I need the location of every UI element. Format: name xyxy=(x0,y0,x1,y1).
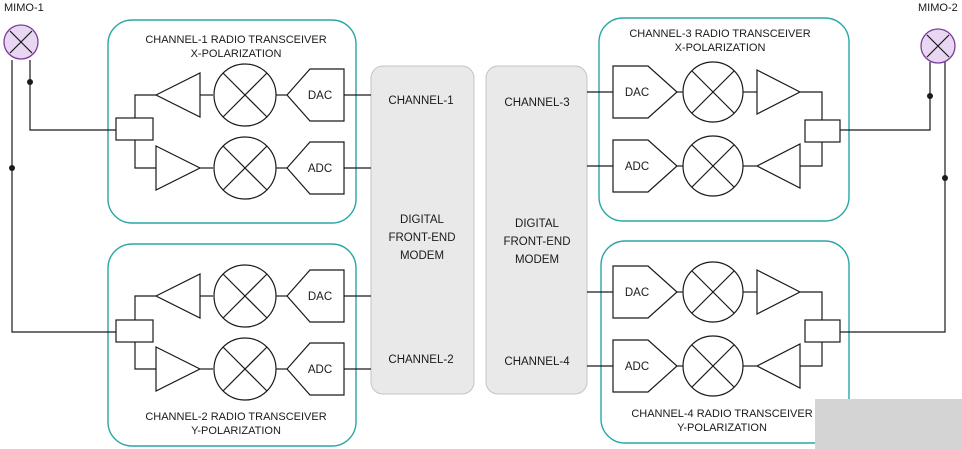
ch1-adc-label: ADC xyxy=(308,163,332,175)
ch3-tx-amplifier xyxy=(756,69,802,115)
ch3-tx-mixer xyxy=(682,61,744,123)
ch2-rx-amplifier xyxy=(155,346,202,392)
mimo1-label: MIMO-1 xyxy=(4,2,44,14)
ch4-rx-wire xyxy=(800,342,823,367)
ch3-dac-label: DAC xyxy=(625,87,649,99)
dfe-left-box xyxy=(370,65,475,395)
ch4-title-line1: CHANNEL-4 RADIO TRANSCEIVER xyxy=(631,408,812,420)
dfe-left-channel-bottom: CHANNEL-2 xyxy=(388,354,453,366)
ch3-dac-block xyxy=(612,65,678,119)
dfe-right-line3: MODEM xyxy=(515,254,559,266)
ch4-rx-mixer xyxy=(682,335,744,397)
ch2-dac-label: DAC xyxy=(308,291,332,303)
ch4-tx-amplifier xyxy=(756,269,802,315)
ch3-duplexer xyxy=(804,119,841,143)
ch4-adc-block xyxy=(612,339,678,393)
dfe-right-channel-top: CHANNEL-3 xyxy=(504,97,569,109)
corner-overlay xyxy=(815,399,962,449)
ch2-title-line2: Y-POLARIZATION xyxy=(191,425,281,437)
ch1-tx-mixer xyxy=(213,63,277,127)
mimo2-feed-ch3 xyxy=(840,62,931,131)
ch2-duplexer xyxy=(115,319,154,343)
ch2-adc-label: ADC xyxy=(308,364,332,376)
mimo1-feed-ch2 xyxy=(11,60,116,333)
ch3-title-line2: X-POLARIZATION xyxy=(675,42,766,54)
ch1-tx-wire xyxy=(134,94,156,118)
ch1-dac-label: DAC xyxy=(308,90,332,102)
ch2-tx-mixer xyxy=(213,264,277,328)
dfe-right-line2: FRONT-END xyxy=(503,236,570,248)
mimo1-junction-ch1 xyxy=(27,79,33,85)
ch3-rx-mixer xyxy=(682,135,744,197)
ch3-rx-wire xyxy=(800,142,823,167)
dfe-left-channel-top: CHANNEL-1 xyxy=(388,95,453,107)
ch2-title-line1: CHANNEL-2 RADIO TRANSCEIVER xyxy=(145,411,326,423)
dfe-left-line1: DIGITAL xyxy=(400,214,444,226)
ch4-duplexer xyxy=(804,319,841,343)
ch4-dac-block xyxy=(612,265,678,319)
ch1-rx-amplifier xyxy=(155,145,202,191)
ch1-rx-wire xyxy=(134,140,156,169)
ch4-rx-amplifier xyxy=(755,343,801,389)
mimo1-feed-ch1 xyxy=(29,60,116,131)
mimo2-antenna-icon xyxy=(920,28,956,64)
mimo1-junction-ch2 xyxy=(9,165,15,171)
ch4-dac-label: DAC xyxy=(625,287,649,299)
ch4-title-line2: Y-POLARIZATION xyxy=(677,422,767,434)
ch2-rx-mixer xyxy=(213,337,277,401)
ch3-title-line1: CHANNEL-3 RADIO TRANSCEIVER xyxy=(629,28,810,40)
mimo2-junction-ch4 xyxy=(942,175,948,181)
ch4-tx-mixer xyxy=(682,261,744,323)
dfe-left-line3: MODEM xyxy=(400,250,444,262)
ch4-adc-label: ADC xyxy=(625,361,649,373)
dfe-right-channel-bottom: CHANNEL-4 xyxy=(504,356,570,368)
ch4-tx-wire xyxy=(800,291,823,320)
mimo2-feed-ch4 xyxy=(840,62,946,333)
mimo1-antenna-icon xyxy=(3,24,39,60)
dfe-right-box xyxy=(485,65,588,395)
ch1-duplexer xyxy=(115,117,154,141)
ch1-title-line2: X-POLARIZATION xyxy=(191,48,282,60)
ch1-rx-mixer xyxy=(213,136,277,200)
ch1-title-line1: CHANNEL-1 RADIO TRANSCEIVER xyxy=(145,34,326,46)
dfe-right-line1: DIGITAL xyxy=(515,218,559,230)
ch2-tx-wire xyxy=(134,295,156,320)
ch3-adc-block xyxy=(612,139,678,193)
mimo2-label: MIMO-2 xyxy=(918,2,958,14)
ch3-tx-wire xyxy=(800,91,823,120)
ch3-rx-amplifier xyxy=(755,143,801,189)
dfe-left-line2: FRONT-END xyxy=(388,232,455,244)
mimo2-junction-ch3 xyxy=(927,93,933,99)
ch3-adc-label: ADC xyxy=(625,161,649,173)
ch2-rx-wire xyxy=(134,342,156,370)
